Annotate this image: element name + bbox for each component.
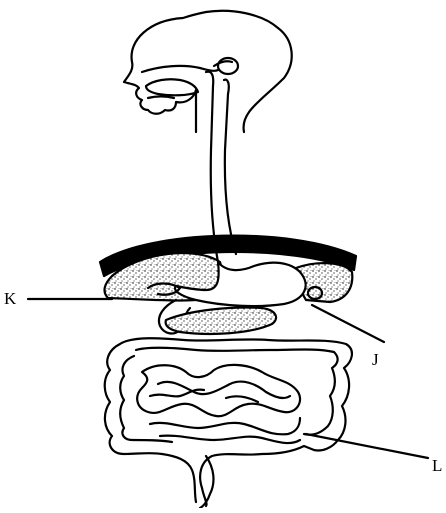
pancreas [166,308,276,334]
pointer-line-j [312,305,384,342]
label-l: L [432,457,442,474]
label-k: K [4,290,16,307]
pointer-line-l [306,434,428,458]
label-j: J [372,351,379,368]
large-intestine [105,338,352,506]
tongue [146,79,198,95]
rectum [200,456,213,508]
oesophagus [206,72,218,262]
